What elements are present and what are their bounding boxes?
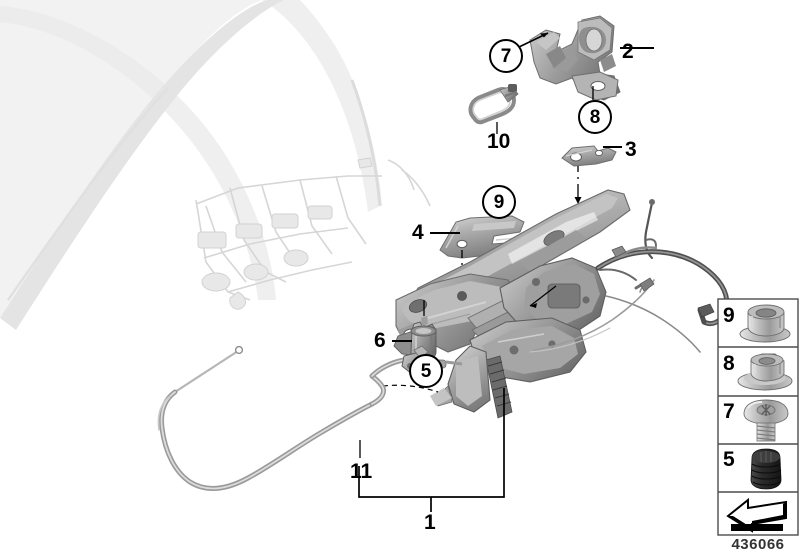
torx-pan-screw-icon [743, 399, 789, 442]
ghosted-convertible-top [0, 0, 382, 330]
callout-8-nut-washer: 8 [578, 100, 612, 134]
callout-7-screw: 7 [489, 39, 523, 73]
bracket-1 [358, 388, 505, 512]
flange-nut-icon [739, 304, 791, 343]
callout-10-clip: 10 [487, 130, 511, 153]
legend-label-9: 9 [723, 304, 735, 327]
cable-connectors [611, 245, 715, 318]
callout-2-catch-bracket: 2 [622, 40, 634, 63]
legend-label-7: 7 [723, 400, 735, 423]
ghosted-top-frame-linkage [195, 159, 431, 301]
ghosted-frame-fittings [197, 157, 373, 310]
part-10-clip [468, 84, 519, 125]
rubber-grommet-icon [750, 448, 782, 490]
part-2-catch-bracket [529, 15, 621, 101]
direction-arrow-icon [726, 497, 787, 533]
callout-3-plate: 3 [625, 138, 637, 161]
callout-1-assembly: 1 [424, 511, 436, 534]
diagram-part-number: 436066 [731, 536, 785, 553]
legend-panel [717, 298, 799, 536]
callout-6-holder: 6 [374, 329, 386, 352]
main-latch-assembly [393, 189, 631, 419]
hidden-edge-dashes [382, 384, 439, 393]
part-11-bowden-cable [157, 345, 407, 491]
callout-5-grommet: 5 [409, 354, 443, 388]
nut-with-washer-icon [737, 353, 793, 391]
part-3-flat-plate [561, 145, 617, 167]
legend-label-5: 5 [723, 448, 735, 471]
callout-11-bowden-cable: 11 [350, 460, 373, 483]
callout-4-bracket: 4 [412, 221, 424, 244]
legend-label-8: 8 [723, 352, 735, 375]
callout-9-flange-nut: 9 [482, 185, 516, 219]
